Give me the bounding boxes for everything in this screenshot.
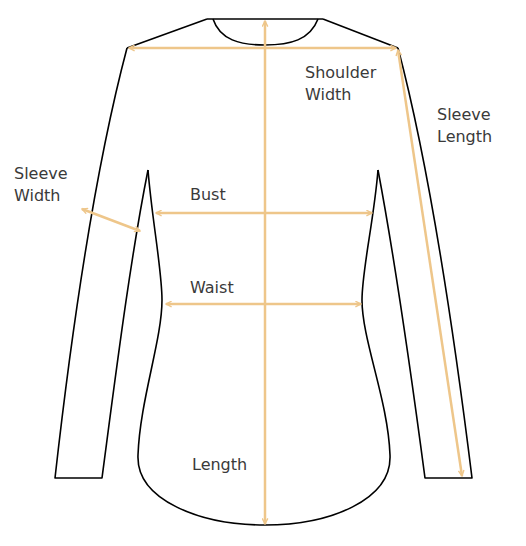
bust-line [156,212,372,215]
measure-lines [82,21,462,524]
sleeve-width-line [82,209,140,231]
shirt-outline [55,19,472,525]
dimension-label: Bust [190,184,226,206]
dimension-label: Shoulder Width [305,62,376,106]
dimension-label: Sleeve Length [437,104,492,148]
dimension-label: Waist [190,277,234,299]
length-line [264,21,267,524]
dimension-label: Length [192,454,247,476]
shoulder-line [129,47,396,50]
dimension-label: Sleeve Width [14,163,68,207]
waist-line [166,303,361,306]
